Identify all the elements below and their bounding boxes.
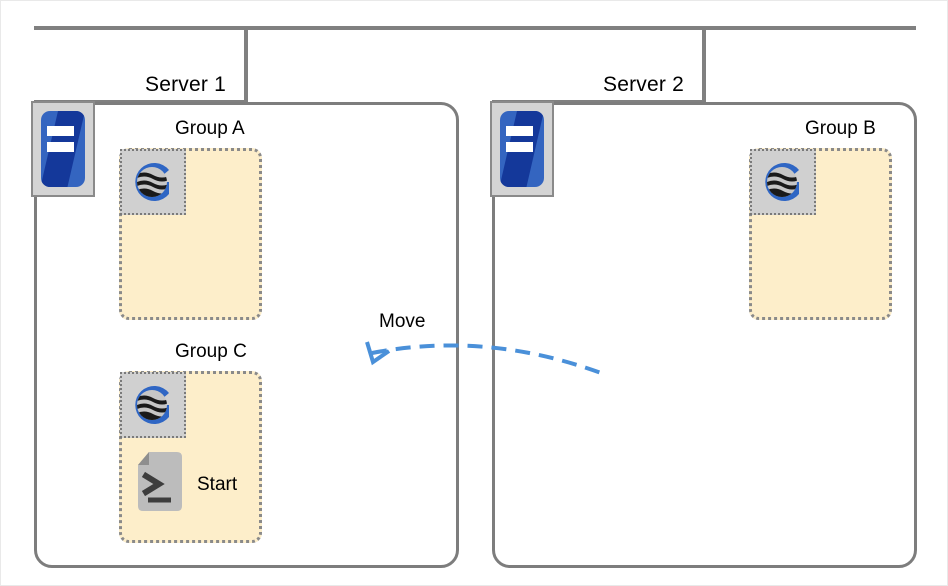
group-b-label: Group B — [805, 118, 876, 139]
group-a-label: Group A — [175, 118, 245, 139]
bracket-rail-top-left — [34, 26, 244, 30]
group-c-start-script-item[interactable]: Start — [135, 451, 237, 518]
server-1-device-icon — [31, 101, 95, 197]
server-2-device-icon — [490, 101, 554, 197]
server-2-title: Server 2 — [603, 73, 684, 96]
start-script-label: Start — [197, 473, 238, 495]
bracket-rail-top-right — [702, 26, 916, 30]
move-annotation-label: Move — [379, 311, 426, 332]
group-c-cluster-globe-icon[interactable] — [120, 372, 186, 438]
group-b-cluster-globe-icon[interactable] — [750, 149, 816, 215]
server-1-title: Server 1 — [145, 73, 226, 96]
server-slot-bar-1 — [506, 126, 534, 137]
server-slot-bar-1 — [47, 126, 75, 137]
server-chassis — [500, 111, 544, 187]
server-1-panel[interactable] — [34, 102, 459, 568]
bracket-divider-server-1 — [244, 26, 248, 104]
server-slot-bar-2 — [506, 142, 534, 153]
bracket-divider-server-2 — [702, 26, 706, 104]
server-2-panel[interactable] — [492, 102, 917, 568]
group-c-label: Group C — [175, 341, 247, 362]
group-a-cluster-globe-icon[interactable] — [120, 149, 186, 215]
server-chassis — [41, 111, 85, 187]
script-terminal-icon — [135, 451, 185, 518]
group-c-box[interactable] — [119, 371, 262, 543]
server-slot-bar-2 — [47, 142, 75, 153]
bracket-rail-top-middle — [244, 26, 702, 30]
